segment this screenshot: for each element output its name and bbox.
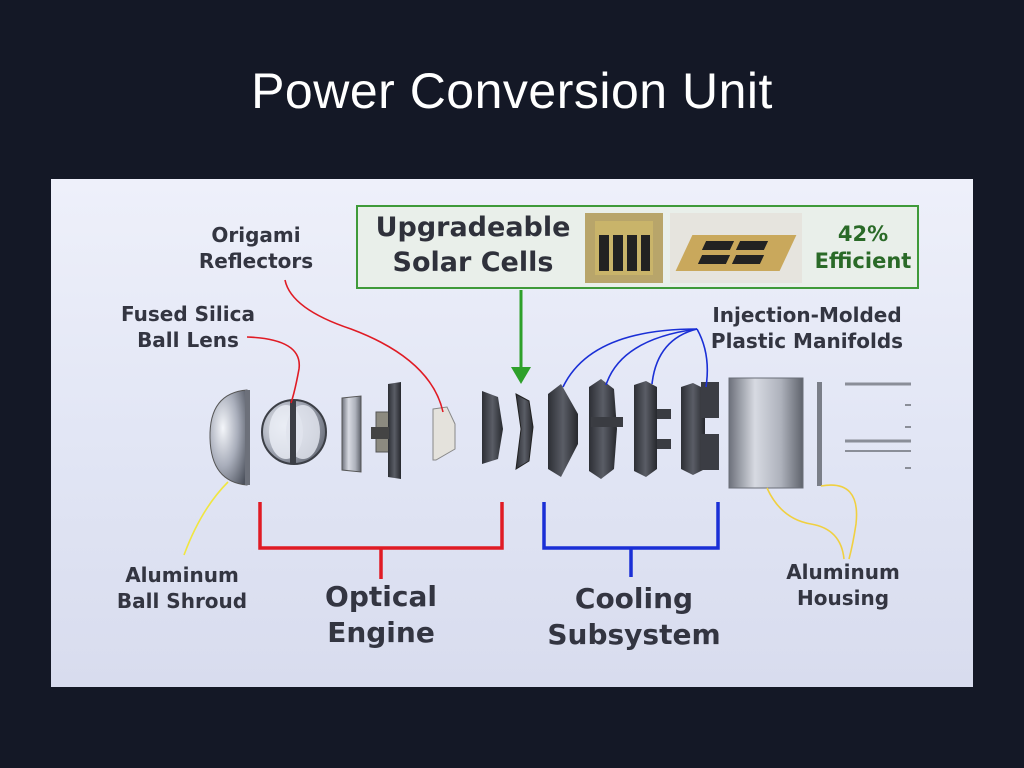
cooling-subsystem-label: Cooling Subsystem	[529, 581, 739, 653]
ball-lens-leader-line	[246, 336, 300, 404]
solar-cells-arrow	[511, 290, 531, 384]
exploded-view-drawing	[183, 279, 911, 579]
efficiency-line-2: Efficient	[814, 248, 912, 273]
origami-leader-line	[284, 279, 444, 413]
optical-engine-bracket	[258, 502, 504, 579]
solar-cells-line-1: Upgradeable	[375, 212, 571, 243]
solar-cell-photo-1	[585, 213, 663, 283]
fused-line-2: Ball Lens	[137, 327, 239, 352]
aluminum-housing-part	[728, 377, 911, 489]
shroud-leader-line	[183, 481, 229, 556]
housing-leader-line-1	[766, 487, 845, 560]
cooling-subsystem-bracket	[542, 502, 720, 577]
solar-cells-line-2: Solar Cells	[392, 246, 554, 278]
shroud-line-1: Aluminum	[125, 563, 239, 587]
manifold-leader-lines	[562, 328, 709, 388]
ball-shroud-label: Aluminum Ball Shroud	[107, 563, 257, 614]
fused-silica-ball-lens-part	[261, 399, 327, 465]
housing-leader-line-2	[820, 484, 858, 560]
origami-line-1: Origami	[211, 223, 301, 247]
origami-line-2: Reflectors	[198, 248, 314, 273]
origami-reflectors-label: Origami Reflectors	[191, 223, 321, 274]
cooling-line-2: Subsystem	[547, 617, 721, 651]
fused-line-1: Fused Silica	[121, 302, 255, 326]
housing-line-1: Aluminum	[786, 560, 900, 584]
solar-cell-module-part	[515, 393, 534, 470]
housing-label: Aluminum Housing	[773, 560, 913, 611]
manifolds-line-1: Injection-Molded	[712, 303, 902, 327]
efficiency-label: 42% Efficient	[808, 221, 918, 275]
manifolds-label: Injection-Molded Plastic Manifolds	[691, 303, 923, 354]
aluminum-ball-shroud-part	[209, 389, 250, 486]
solar-cells-callout-box: Upgradeable Solar Cells 42% Efficient	[356, 205, 919, 289]
fused-silica-label: Fused Silica Ball Lens	[113, 302, 263, 353]
optical-line-2: Engine	[327, 615, 435, 649]
optical-engine-parts	[341, 382, 503, 479]
solar-cell-photo-2	[670, 213, 802, 283]
housing-line-2: Housing	[796, 585, 890, 610]
shroud-line-2: Ball Shroud	[116, 588, 248, 613]
efficiency-line-1: 42%	[837, 222, 889, 246]
cooling-line-1: Cooling	[574, 582, 694, 615]
injection-molded-manifold-parts	[548, 379, 719, 479]
diagram-panel: Upgradeable Solar Cells 42% Efficient Or…	[51, 179, 973, 687]
slide-title: Power Conversion Unit	[251, 63, 773, 119]
optical-line-1: Optical	[325, 580, 437, 613]
optical-engine-label: Optical Engine	[301, 579, 461, 651]
manifolds-line-2: Plastic Manifolds	[710, 328, 904, 353]
solar-cells-label: Upgradeable Solar Cells	[366, 211, 580, 280]
